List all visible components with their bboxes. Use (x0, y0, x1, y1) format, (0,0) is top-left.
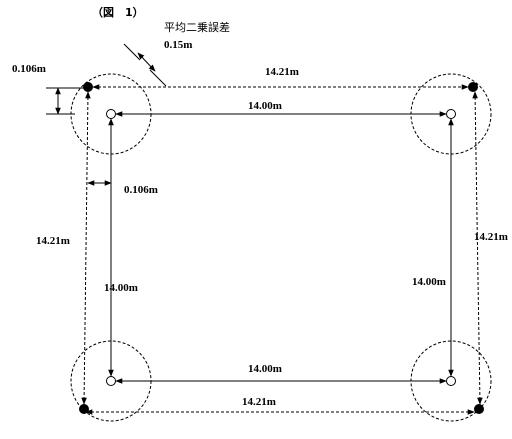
label-top-measured: 14.21m (265, 66, 299, 78)
offset-y-label: 0.106m (12, 63, 46, 75)
measured-left-arrow (81, 91, 91, 405)
measured-point-bottom-left (79, 404, 89, 414)
label-right-design: 14.00m (412, 276, 446, 288)
label-left-design: 14.00m (104, 282, 138, 294)
design-point-bottom-right (446, 376, 456, 386)
design-point-bottom-left (106, 376, 116, 386)
label-top-design: 14.00m (248, 100, 282, 112)
label-bottom-design: 14.00m (248, 363, 282, 375)
measured-point-bottom-right (474, 404, 484, 414)
measured-right-arrow (472, 91, 483, 405)
rmse-dimension-arrow (137, 52, 156, 72)
label-left-measured: 14.21m (36, 235, 70, 247)
rmse-value: 0.15m (164, 39, 192, 51)
label-right-measured: 14.21m (474, 231, 508, 243)
design-point-top-right (446, 109, 456, 119)
design-point-top-left (106, 109, 116, 119)
rmse-extension-1 (123, 43, 141, 61)
offset-x-label: 0.106m (124, 184, 158, 196)
measured-point-top-left (83, 82, 93, 92)
label-bottom-measured: 14.21m (242, 396, 276, 408)
measured-point-top-right (468, 82, 478, 92)
rmse-title: 平均二乗誤差 (164, 20, 230, 34)
figure-title: （図 1） (92, 5, 144, 19)
rmse-extension-2 (149, 69, 167, 87)
